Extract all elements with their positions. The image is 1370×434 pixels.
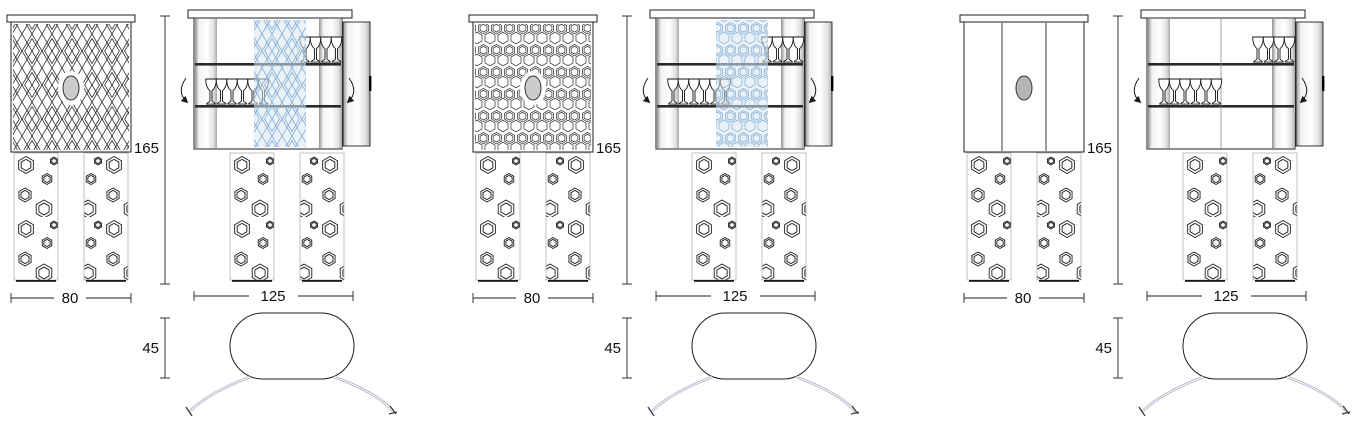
plan-view [646,311,861,418]
plan-view [1137,311,1352,418]
height-label: 165 [596,140,621,157]
cabinet-legs [1182,152,1298,283]
cabinet-legs [13,152,129,283]
variant-2-group: 165 80 125 [468,10,861,418]
open-cabinet-front-view [1134,10,1324,283]
width-label: 80 [1015,290,1032,307]
height-label: 165 [134,140,159,157]
dimension-width-closed: 80 [10,290,132,307]
dimension-depth: 45 [604,317,632,379]
cabinet-legs [475,152,591,283]
closed-cabinet-front-view [468,14,598,283]
variant-3-group: 165 80 125 45 [959,10,1352,418]
dimension-depth: 45 [1095,317,1123,379]
open-width-label: 125 [260,288,285,305]
door-handle [524,75,542,101]
dimension-height: 165 [596,15,632,285]
dimension-width-open: 125 [193,288,354,305]
open-width-label: 125 [722,288,747,305]
cabinet-top [959,14,1089,23]
dimension-width-closed: 80 [472,290,594,307]
depth-label: 45 [1095,340,1112,357]
cabinet-top [6,14,136,23]
closed-cabinet-front-view [959,14,1089,283]
depth-label: 45 [604,340,621,357]
closed-cabinet-front-view [6,14,136,283]
width-label: 80 [62,290,79,307]
open-width-label: 125 [1213,288,1238,305]
plan-view [184,311,399,418]
cabinet-legs [229,152,345,283]
variant-1-group: 165 80 125 [6,10,399,418]
glass-door-pattern-overlay [716,20,768,147]
cabinet-legs [691,152,807,283]
door-handle [62,75,80,101]
dimension-width-open: 125 [1146,288,1307,305]
dimension-height: 165 [134,15,170,285]
width-label: 80 [524,290,541,307]
cabinet-legs [966,152,1082,283]
door-handle [1015,75,1033,101]
dimension-height: 165 [1087,15,1123,285]
open-cabinet-front-view [643,10,833,283]
dimension-width-open: 125 [655,288,816,305]
height-label: 165 [1087,140,1112,157]
cabinet-top [468,14,598,23]
open-cabinet-front-view [181,10,371,283]
dimension-depth: 45 [142,317,170,379]
depth-label: 45 [142,340,159,357]
dimension-width-closed: 80 [963,290,1085,307]
glass-door-pattern-overlay [254,20,306,147]
